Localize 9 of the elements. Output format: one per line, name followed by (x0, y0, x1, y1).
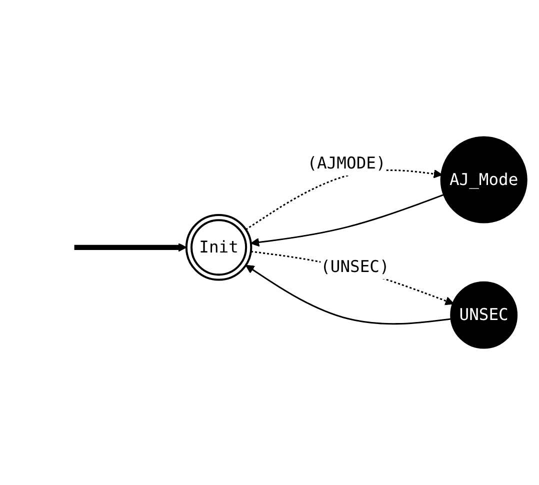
node-circle: UNSEC (450, 281, 518, 349)
arrow (245, 264, 452, 325)
edge-label: (UNSEC) (320, 256, 390, 276)
arrow (250, 250, 454, 306)
arrow (74, 242, 187, 252)
node-circle: AJ_Mode (440, 136, 528, 224)
node-circle: Init (185, 214, 252, 281)
arrow (250, 194, 445, 247)
edge-label: (AJMODE) (307, 153, 386, 173)
